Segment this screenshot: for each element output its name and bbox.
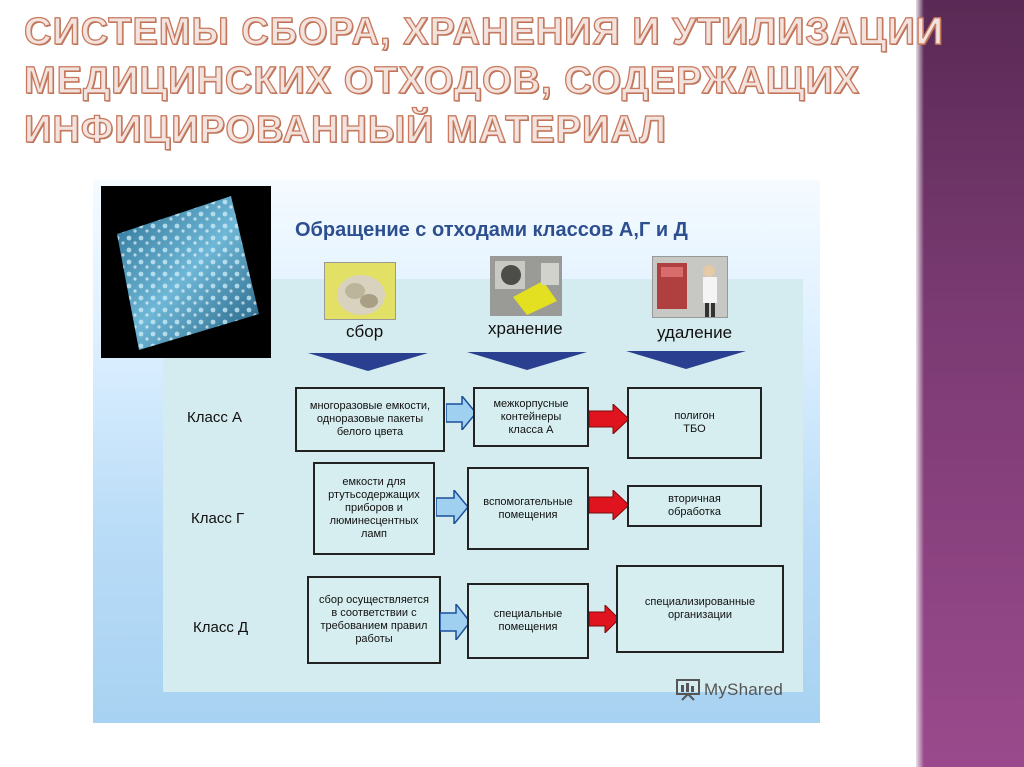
class-g-label: Класс Г [191, 510, 245, 527]
stage-label-collect: сбор [346, 322, 384, 341]
title-line-3: ИНФИЦИРОВАННЫЙ МАТЕРИАЛ [23, 108, 667, 151]
waste-bag-photo [324, 262, 396, 320]
class-a-arrow-red [589, 404, 629, 434]
class-g-arrow-blue [436, 490, 468, 524]
title-line-2: МЕДИЦИНСКИХ ОТХОДОВ, СОДЕРЖАЩИХ [23, 59, 861, 102]
stage-label-store: хранение [488, 319, 563, 338]
page-title: СИСТЕМЫ СБОРА, ХРАНЕНИЯ И УТИЛИЗАЦИИ МЕД… [23, 8, 944, 155]
stage-triangle-store [467, 352, 587, 370]
waste-removal-photo [652, 256, 728, 318]
myshared-text: MyShared [704, 680, 784, 699]
class-d-remove-box: специализированные организации [616, 565, 784, 653]
stage-triangle-remove [626, 351, 746, 369]
stage-label-remove: удаление [657, 323, 733, 342]
right-decorative-stripe [916, 0, 1024, 767]
class-d-store-box: специальные помещения [467, 583, 589, 659]
title-line-1: СИСТЕМЫ СБОРА, ХРАНЕНИЯ И УТИЛИЗАЦИИ [23, 10, 944, 53]
class-d-arrow-blue [440, 604, 470, 640]
class-g-collect-box: емкости для ртутьсодержащих приборов и л… [313, 462, 435, 555]
class-a-remove-box: полигон ТБО [627, 387, 762, 459]
class-d-label: Класс Д [193, 619, 249, 636]
class-g-remove-box: вторичная обработка [627, 485, 762, 527]
myshared-watermark: MyShared [676, 679, 783, 701]
class-a-collect-box: многоразовые емкости, одноразовые пакеты… [295, 387, 445, 452]
water-drops-photo [101, 186, 271, 358]
storage-container-photo [490, 256, 562, 316]
class-g-arrow-red [589, 490, 629, 520]
class-g-store-box: вспомогательные помещения [467, 467, 589, 550]
slide-heading: Обращение с отходами классов А,Г и Д [295, 219, 688, 241]
stage-triangle-collect [308, 353, 428, 371]
class-d-arrow-red [589, 605, 619, 633]
class-d-collect-box: сбор осуществляется в соответствии с тре… [307, 576, 441, 664]
class-a-label: Класс А [187, 409, 243, 426]
myshared-logo-icon [676, 679, 700, 701]
class-a-arrow-blue [446, 396, 476, 430]
class-a-store-box: межкорпусные контейнеры класса А [473, 387, 589, 447]
